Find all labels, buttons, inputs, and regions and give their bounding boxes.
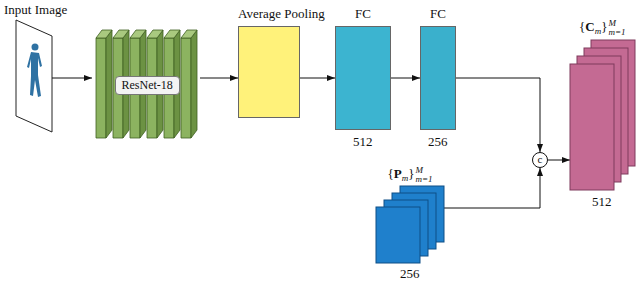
dimension-label: 256 <box>400 266 420 281</box>
math-part: } <box>601 19 607 34</box>
math-part: m=1 <box>415 175 432 184</box>
layer-heading: FC <box>430 6 446 21</box>
limit-stack: Mm=1 <box>608 19 625 37</box>
math-part: M <box>415 166 432 175</box>
image-heading: Input Image <box>4 2 67 17</box>
concat-symbol: c <box>538 153 543 165</box>
flow-arrow <box>200 78 238 79</box>
embedding-stack-shape <box>376 186 444 263</box>
fc-box-shape <box>420 26 456 130</box>
math-part: m <box>402 173 409 183</box>
fc-box-shape <box>335 26 391 130</box>
input-image: Input Image <box>16 20 52 132</box>
fc-box: FC512 <box>335 26 391 130</box>
flow-arrow <box>444 168 540 208</box>
math-part: C <box>585 19 594 34</box>
layer-heading: Average Pooling <box>238 6 325 21</box>
math-label: {Cm}Mm=1 <box>579 19 625 39</box>
math-part: { <box>388 166 394 181</box>
math-part: P <box>394 166 402 181</box>
output-stack-shape <box>570 40 635 190</box>
flow-arrow <box>300 78 335 79</box>
math-part: { <box>579 19 585 34</box>
flow-arrow <box>456 78 540 152</box>
flow-arrow <box>548 160 570 161</box>
embedding-stack: {Pm}Mm=1256 <box>376 186 444 263</box>
math-part: } <box>408 166 414 181</box>
output-stack: {Cm}Mm=1512 <box>570 40 635 190</box>
concat-circle: c <box>532 152 548 168</box>
math-part: m=1 <box>608 28 625 37</box>
pooling-box-shape <box>238 26 300 118</box>
dimension-label: 256 <box>428 134 448 149</box>
fc-box: FC256 <box>420 26 456 130</box>
math-label: {Pm}Mm=1 <box>388 166 433 186</box>
limit-stack: Mm=1 <box>415 166 432 184</box>
math-part: M <box>608 19 625 28</box>
dimension-label: 512 <box>353 134 373 149</box>
pooling-box: Average Pooling <box>238 26 300 118</box>
dimension-label: 512 <box>592 194 612 209</box>
layer-heading: FC <box>355 6 371 21</box>
network-label: ResNet-18 <box>115 76 180 95</box>
flow-arrow <box>52 78 92 79</box>
resnet-block: ResNet-18 <box>92 20 200 142</box>
math-part: m <box>595 26 602 36</box>
flow-arrow <box>391 78 420 79</box>
